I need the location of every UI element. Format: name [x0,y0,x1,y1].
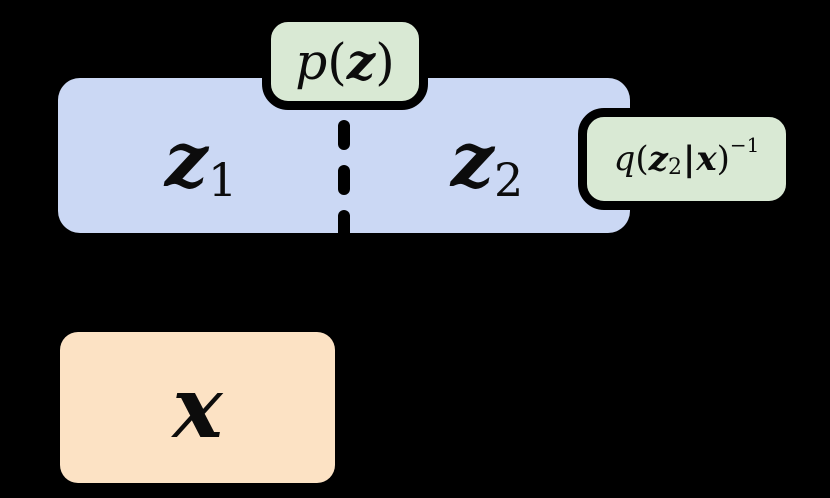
prior-func: p [295,32,328,91]
posterior-inverse-superscript: −1 [729,133,760,157]
posterior-arg: x [696,139,717,179]
z2-variable: z [450,114,494,204]
x-variable: x [172,357,223,457]
z1-variable: z [164,114,208,204]
partition-dash [338,165,350,195]
partition-dash [338,210,350,240]
prior-open-paren: ( [327,32,347,91]
prior-var: z [346,31,376,91]
prior-tag: p(z) [262,13,428,110]
prior-close-paren: ) [375,32,395,91]
partition-dash [338,120,350,150]
posterior-var: z [648,139,668,179]
z1-subscript: 1 [207,152,238,207]
posterior-close-paren: ) [716,139,730,179]
posterior-var-subscript: 2 [667,155,682,180]
posterior-open-paren: ( [635,139,649,179]
z2-subscript: 2 [493,152,524,207]
observed-box: x [60,332,335,483]
posterior-func: q [613,139,636,179]
posterior-conditional-bar: | [682,139,696,179]
